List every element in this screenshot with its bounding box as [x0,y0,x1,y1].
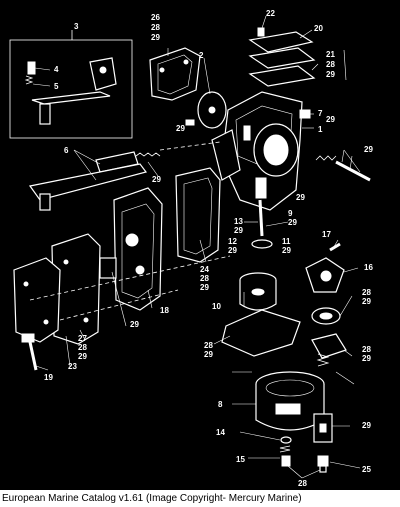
callout-label: 11 [282,237,291,246]
callout-label: 28 [326,60,335,69]
callout-label: 13 [234,217,243,226]
callout-label: 29 [176,124,185,133]
callout-label: 29 [151,33,160,42]
callout-label: 20 [314,24,323,33]
callout-label: 24 [200,265,209,274]
callout-label: 12 [228,237,237,246]
callout-labels: 22 20 21 28 29 26 28 29 2 3 4 5 7 29 1 2… [44,9,373,488]
callout-label: 2 [199,51,204,60]
callout-label: 28 [200,274,209,283]
callout-label: 17 [322,230,331,239]
callout-label: 5 [54,82,59,91]
callout-label: 15 [236,455,245,464]
callout-label: 28 [151,23,160,32]
callout-label: 29 [228,246,237,255]
callout-label: 3 [74,22,79,31]
callout-label: 29 [326,115,335,124]
leader-lines [35,15,361,479]
callout-label: 28 [78,343,87,352]
callout-label: 29 [362,297,371,306]
callout-label: 29 [288,218,297,227]
callout-label: 29 [282,246,291,255]
callout-label: 9 [288,209,293,218]
callout-label: 29 [362,421,371,430]
callout-label: 22 [266,9,275,18]
callout-label: 26 [151,13,160,22]
gasket [175,167,221,263]
carburetor-body [211,91,303,211]
throttle-shaft [28,141,221,211]
callout-label: 6 [64,146,69,155]
callout-label: 29 [200,283,209,292]
callout-label: 28 [204,341,213,350]
cover-plate [248,31,314,53]
float [239,272,277,311]
fuel-pump-body [113,187,163,311]
callout-label: 29 [296,193,305,202]
callout-label: 29 [326,70,335,79]
callout-label: 29 [234,226,243,235]
callout-label: 28 [298,479,307,488]
gasket [149,47,201,101]
callout-label: 21 [326,50,335,59]
inset-detail-box [9,30,133,139]
callout-label: 23 [68,362,77,371]
callout-label: 19 [44,373,53,382]
callout-label: 29 [362,354,371,363]
callout-label: 29 [78,352,87,361]
callout-label: 16 [364,263,373,272]
callout-label: 10 [212,302,221,311]
callout-label: 29 [204,350,213,359]
callout-label: 1 [318,125,323,134]
callout-label: 28 [362,345,371,354]
callout-label: 8 [218,400,223,409]
callout-label: 29 [364,145,373,154]
callout-label: 28 [362,288,371,297]
callout-label: 29 [130,320,139,329]
callout-label: 29 [152,175,161,184]
copyright-caption: European Marine Catalog v1.61 (Image Cop… [0,490,400,507]
callout-label: 14 [216,428,225,437]
callout-label: 18 [160,306,169,315]
float-bowl [255,371,325,431]
callout-label: 27 [78,334,87,343]
pump-cover [13,257,61,343]
callout-label: 7 [318,109,323,118]
callout-label: 4 [54,65,59,74]
carburetor-exploded-diagram: 22 20 21 28 29 26 28 29 2 3 4 5 7 29 1 2… [9,9,373,488]
callout-label: 25 [362,465,371,474]
